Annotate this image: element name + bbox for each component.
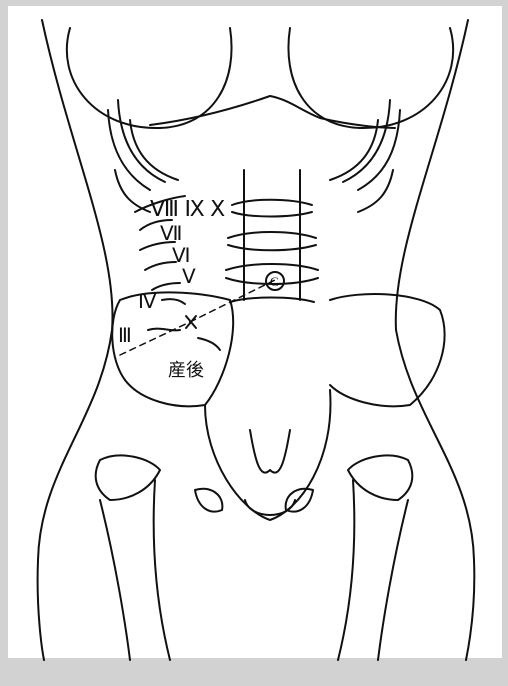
pubic-symphysis (245, 500, 295, 515)
label-postpartum: 産後 (168, 360, 204, 381)
torso-outline-right (396, 20, 475, 660)
rib-left-1 (108, 110, 150, 190)
right-hip-joint (348, 455, 412, 500)
fundus-mark-5 (152, 283, 180, 290)
label-month-5: Ⅴ (182, 266, 196, 288)
obturator-left (195, 489, 222, 512)
pelvis-right-ilium (330, 294, 445, 406)
left-femur (100, 480, 170, 660)
sacrum (250, 430, 290, 473)
rib-right-3 (330, 120, 378, 180)
right-breast (288, 28, 453, 128)
pelvic-brim (205, 390, 330, 520)
label-month-7: Ⅶ (160, 223, 182, 245)
torso-outline-left (38, 20, 113, 660)
postpartum-mark (198, 338, 220, 350)
x-marker (186, 316, 196, 328)
label-navel-symbol: C (270, 274, 279, 289)
fundus-mark-4 (162, 299, 185, 304)
left-breast (67, 28, 232, 128)
vertebra-2 (228, 232, 316, 250)
left-hip-joint (96, 455, 160, 500)
label-month-3: Ⅲ (118, 325, 132, 347)
label-months-top: Ⅷ Ⅸ Ⅹ (150, 196, 225, 221)
vertebra-4 (230, 298, 314, 303)
right-femur (338, 480, 408, 660)
rib-right-1 (358, 110, 400, 190)
label-month-4: Ⅳ (138, 291, 157, 313)
label-month-6: Ⅵ (172, 245, 190, 267)
